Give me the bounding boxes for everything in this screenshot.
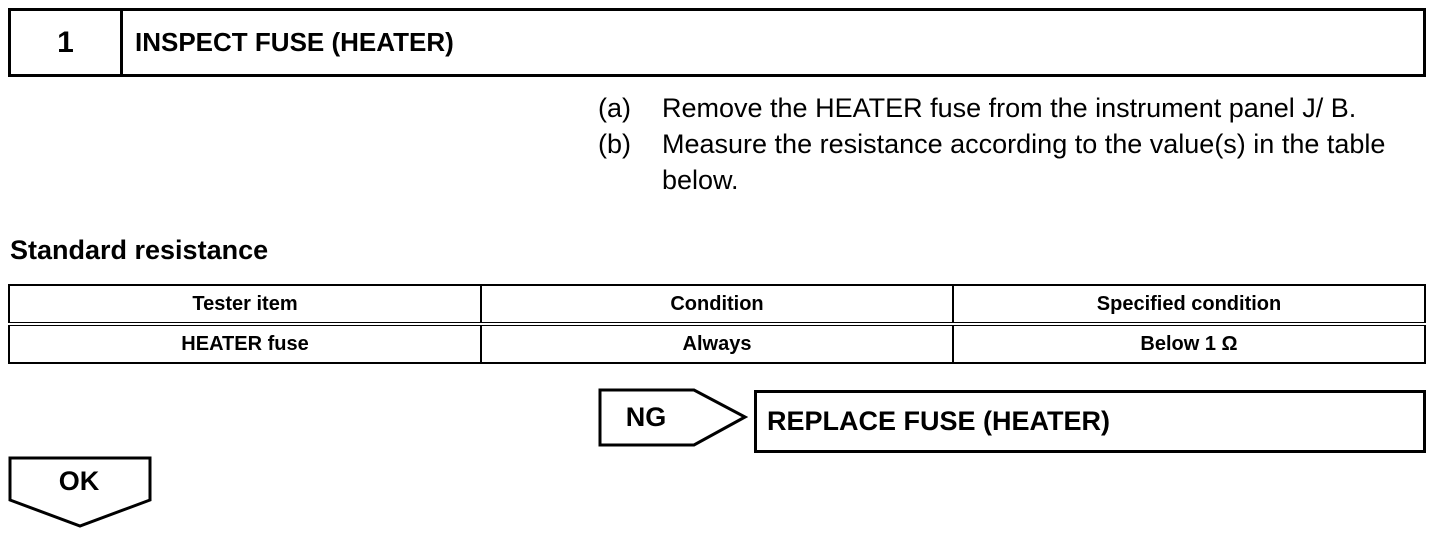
step-header: 1 INSPECT FUSE (HEATER) xyxy=(8,8,1426,77)
table-cell: HEATER fuse xyxy=(8,323,482,364)
table-cell: Below 1 Ω xyxy=(952,323,1426,364)
table-cell: Always xyxy=(480,323,954,364)
spec-table: Tester item Condition Specified conditio… xyxy=(8,284,1426,364)
instruction-text: Remove the HEATER fuse from the instrume… xyxy=(662,93,1357,123)
ng-branch: NG REPLACE FUSE (HEATER) xyxy=(598,388,1428,454)
section-label: Standard resistance xyxy=(10,235,269,265)
ng-arrow-tag xyxy=(598,388,748,447)
instruction-marker: (a) xyxy=(598,93,631,123)
step-number: 1 xyxy=(11,11,123,74)
ok-down-arrow xyxy=(8,456,152,528)
table-header-cell: Specified condition xyxy=(952,284,1426,326)
instruction-item: (b) Measure the resistance according to … xyxy=(598,126,1428,198)
table-header-row: Tester item Condition Specified conditio… xyxy=(8,284,1426,326)
table-header-cell: Tester item xyxy=(8,284,482,326)
ng-label: NG xyxy=(625,401,667,432)
ok-label: OK xyxy=(58,466,100,496)
table-row: HEATER fuse Always Below 1 Ω xyxy=(8,323,1426,364)
table-header-cell: Condition xyxy=(480,284,954,326)
ok-branch: OK xyxy=(8,456,154,530)
instruction-text: Measure the resistance according to the … xyxy=(662,129,1386,195)
instruction-item: (a) Remove the HEATER fuse from the inst… xyxy=(598,90,1428,126)
ng-action-box: REPLACE FUSE (HEATER) xyxy=(754,390,1426,453)
instruction-list: (a) Remove the HEATER fuse from the inst… xyxy=(598,90,1428,198)
instruction-marker: (b) xyxy=(598,129,631,159)
step-title: INSPECT FUSE (HEATER) xyxy=(135,27,454,57)
